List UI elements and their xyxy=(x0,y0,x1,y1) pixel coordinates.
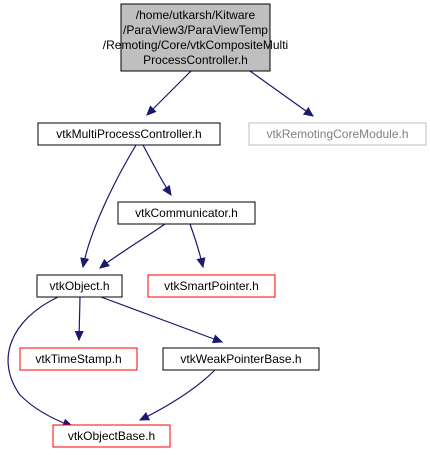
edge-communicator-to-object xyxy=(100,223,166,268)
nodes-layer: /home/utkarsh/Kitware/ParaView3/ParaView… xyxy=(19,3,427,448)
edge-weakpointer-to-objectbase xyxy=(140,369,216,421)
edge-object-to-objectbase xyxy=(7,296,72,426)
node-label-root-0: /home/utkarsh/Kitware xyxy=(136,8,256,22)
node-root: /home/utkarsh/Kitware/ParaView3/ParaView… xyxy=(103,3,288,72)
node-label-timestamp-0: vtkTimeStamp.h xyxy=(35,352,121,366)
node-box-weakpointer xyxy=(162,347,320,371)
edge-multiprocess-to-communicator xyxy=(142,144,171,195)
node-label-objectbase-0: vtkObjectBase.h xyxy=(68,429,155,443)
node-weakpointer[interactable]: vtkWeakPointerBase.h xyxy=(162,347,320,371)
node-label-root-1: /ParaView3/ParaViewTemp xyxy=(123,23,268,37)
edge-root-to-remotingcore xyxy=(249,70,313,116)
node-box-timestamp xyxy=(19,347,138,371)
edges-layer xyxy=(7,70,313,426)
node-label-weakpointer-0: vtkWeakPointerBase.h xyxy=(180,352,301,366)
node-box-objectbase xyxy=(52,424,171,448)
node-label-remotingcore-0: vtkRemotingCoreModule.h xyxy=(266,127,408,141)
edge-root-to-multiprocess xyxy=(147,70,192,115)
node-box-communicator xyxy=(117,201,256,225)
node-box-object xyxy=(36,274,123,298)
node-label-root-3: ProcessController.h xyxy=(143,53,248,67)
node-remotingcore[interactable]: vtkRemotingCoreModule.h xyxy=(248,122,427,146)
node-label-object-0: vtkObject.h xyxy=(49,279,109,293)
node-timestamp[interactable]: vtkTimeStamp.h xyxy=(19,347,138,371)
node-box-remotingcore xyxy=(248,122,427,146)
node-smartpointer[interactable]: vtkSmartPointer.h xyxy=(147,274,276,298)
node-communicator[interactable]: vtkCommunicator.h xyxy=(117,201,256,225)
edge-object-to-weakpointer xyxy=(100,296,222,342)
node-box-multiprocess xyxy=(37,122,221,146)
edge-communicator-to-smartpointer xyxy=(189,223,203,267)
node-label-communicator-0: vtkCommunicator.h xyxy=(135,206,238,220)
node-object[interactable]: vtkObject.h xyxy=(36,274,123,298)
node-label-multiprocess-0: vtkMultiProcessController.h xyxy=(56,127,201,141)
node-label-smartpointer-0: vtkSmartPointer.h xyxy=(164,279,259,293)
node-box-root xyxy=(120,3,271,72)
node-box-smartpointer xyxy=(147,274,276,298)
edge-multiprocess-to-object xyxy=(83,144,137,267)
node-label-root-2: /Remoting/Core/vtkCompositeMulti xyxy=(103,38,288,52)
node-objectbase[interactable]: vtkObjectBase.h xyxy=(52,424,171,448)
node-multiprocess[interactable]: vtkMultiProcessController.h xyxy=(37,122,221,146)
edge-object-to-timestamp xyxy=(79,296,80,340)
